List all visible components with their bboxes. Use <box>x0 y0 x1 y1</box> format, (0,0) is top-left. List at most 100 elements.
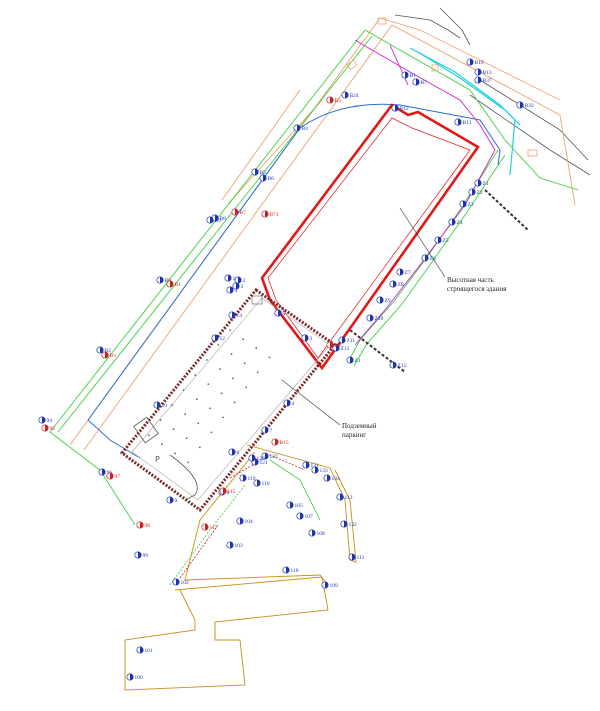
point-label: 115 <box>228 489 236 495</box>
point-marker-fill <box>138 551 142 559</box>
monitoring-point: 4 <box>226 286 238 294</box>
point-label: 99 <box>143 553 149 559</box>
point-label: 101 <box>145 648 154 654</box>
monitoring-point: B9 <box>206 216 222 224</box>
monitoring-point: 101 <box>136 646 154 654</box>
point-marker-fill <box>45 424 49 432</box>
point-label: Z2 <box>477 190 483 196</box>
monitoring-point: 1 <box>224 274 236 282</box>
monitoring-point: 120 <box>248 454 265 462</box>
parking-column-dot <box>172 428 175 431</box>
monitoring-point: 10 <box>153 401 168 409</box>
point-label: 98 <box>145 523 151 529</box>
point-marker-fill <box>160 276 164 284</box>
monitoring-point: 118 <box>282 566 299 574</box>
parking-column-dot <box>229 329 231 331</box>
point-marker-fill <box>42 416 46 424</box>
parking-column-dot <box>243 362 246 365</box>
point-label: B1 <box>175 282 182 288</box>
point-marker-fill <box>297 124 301 132</box>
monitoring-point: 12 <box>211 334 225 342</box>
point-marker-fill <box>205 523 209 531</box>
callout-leaders <box>281 207 446 426</box>
point-label: B9 <box>215 218 222 224</box>
monitoring-point: 108 <box>308 529 326 537</box>
monitoring-point: B15 <box>271 438 289 446</box>
monitoring-point: B13 <box>474 68 492 76</box>
point-marker-fill <box>286 566 290 574</box>
point-label: 122 <box>270 454 279 460</box>
point-marker-fill <box>287 399 291 407</box>
point-marker-fill <box>105 351 109 359</box>
point-marker-fill <box>315 466 319 474</box>
point-label: 102 <box>181 580 190 586</box>
point-label: B0 <box>165 278 172 284</box>
monitoring-point: 116 <box>253 479 270 487</box>
point-label: 105 <box>295 503 304 509</box>
parking-column-dot <box>174 452 177 455</box>
point-label: 6 <box>237 450 240 456</box>
point-marker-fill <box>306 461 310 469</box>
point-label: 131 <box>311 463 320 469</box>
point-marker-fill <box>130 673 134 681</box>
point-marker-fill <box>305 334 309 342</box>
monitoring-point: B16 <box>466 58 484 66</box>
point-marker-fill <box>228 274 232 282</box>
monitoring-point: B37 <box>474 76 492 84</box>
monitoring-point: Z1 <box>474 179 489 187</box>
monitoring-point: Z5 <box>434 236 449 244</box>
parking-column-dot <box>219 368 221 370</box>
monitoring-point: 6 <box>228 448 240 456</box>
point-label: B2 <box>105 348 112 354</box>
monitoring-point: 105 <box>286 501 304 509</box>
point-label: B6 <box>268 176 275 182</box>
point-marker-fill <box>265 452 269 460</box>
point-label: 4 <box>292 401 295 407</box>
point-marker-fill <box>252 454 256 462</box>
point-label: 10 <box>162 403 168 409</box>
point-marker-fill <box>457 118 462 126</box>
point-label: 134 <box>332 476 341 482</box>
point-label: 121 <box>260 460 269 466</box>
parking-column-dot <box>220 392 223 395</box>
point-label: B8 <box>220 216 227 222</box>
monitoring-point: 7 <box>261 426 273 434</box>
dashed-access-lines <box>349 189 529 373</box>
parking-column-dot <box>205 359 208 361</box>
point-marker-fill <box>438 236 442 244</box>
monitoring-point: 102 <box>172 578 190 586</box>
point-marker-fill <box>170 496 174 504</box>
monitoring-point: Z1 <box>346 356 361 364</box>
monitoring-point: Z2 <box>468 188 483 196</box>
point-label: 132 <box>349 522 358 528</box>
point-marker-fill <box>380 296 384 304</box>
parking-column-dot <box>230 353 233 355</box>
point-marker-fill <box>210 216 214 224</box>
monitoring-point: 103 <box>226 541 243 549</box>
point-label: 14 <box>237 313 243 319</box>
point-marker-fill <box>336 344 340 352</box>
parking-callout-line2: паркинг <box>342 431 366 439</box>
point-marker-fill <box>345 91 349 99</box>
point-label: B15 <box>280 440 289 446</box>
parking-column-dot <box>242 338 245 340</box>
point-label: B3 <box>110 353 117 359</box>
point-marker-fill <box>215 214 219 222</box>
monitoring-point: B11 <box>454 118 472 126</box>
parking-column-dot <box>161 443 163 446</box>
point-label: 4 <box>235 288 238 294</box>
point-label: Z1 <box>483 181 489 187</box>
point-label: Z4 <box>457 220 463 226</box>
point-marker-fill <box>470 58 474 66</box>
point-label: 109 <box>330 583 339 589</box>
parking-column-dot <box>207 383 210 385</box>
small-structures <box>346 17 538 157</box>
monitoring-point: 98 <box>136 521 151 529</box>
monitoring-point: 95 <box>41 424 55 432</box>
monitoring-point: Z10 <box>366 314 384 322</box>
point-label: 108 <box>317 531 326 537</box>
point-marker-fill <box>170 280 174 288</box>
point-label: 119 <box>248 476 256 482</box>
point-marker-fill <box>243 474 247 482</box>
